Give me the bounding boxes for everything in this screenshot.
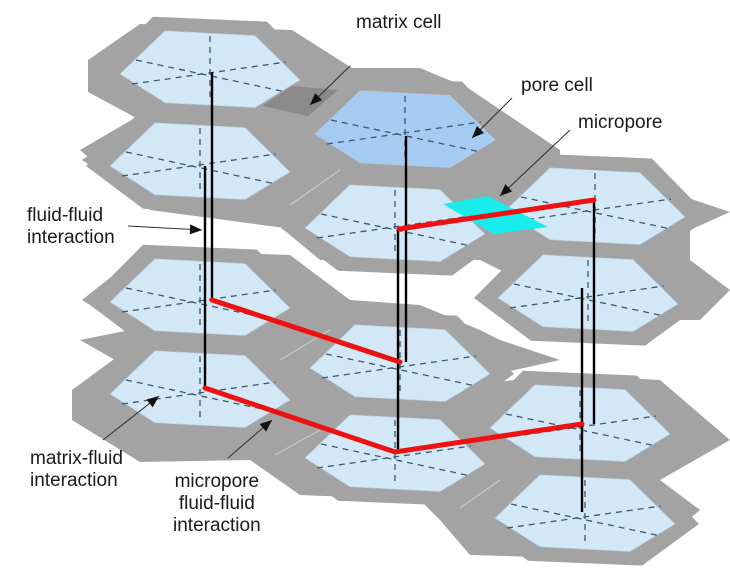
top-cell-b [86, 108, 314, 214]
cell-axis-dashed [316, 445, 472, 469]
arrow-micropore [499, 129, 571, 197]
cell-axis-dashed [125, 287, 277, 321]
label-micropore: micropore [578, 112, 663, 133]
bottom-cell-a [86, 244, 314, 350]
bottom-cell-f [471, 460, 699, 566]
top-cell-c [281, 170, 509, 276]
cell-axis-dashed [510, 503, 662, 537]
top-cell-a [96, 16, 324, 122]
arrow-head [259, 420, 272, 432]
cell-axis-dashed [316, 215, 472, 239]
arrow-head [146, 396, 159, 408]
cell-boundary-seam [274, 429, 321, 456]
cell-axis-dashed [121, 289, 277, 313]
cell-boundary-seam [459, 479, 501, 509]
arrow-micropore-fluid-fluid [227, 419, 273, 459]
arrow-head [500, 184, 513, 196]
cell-axis-dashed [125, 151, 277, 185]
label-fluid-fluid-interaction: fluid-fluid interaction [27, 205, 115, 248]
arrow-head [310, 93, 323, 105]
arrow-head [472, 125, 485, 138]
cell-axis-dashed [509, 285, 665, 309]
arrow-pore-cell [471, 97, 513, 139]
label-matrix-fluid-interaction: matrix-fluid interaction [30, 448, 123, 491]
arrow-head [189, 224, 202, 235]
label-pore-cell: pore cell [521, 75, 593, 96]
cell-boundary-seam [289, 169, 341, 206]
arrow-shaft [499, 129, 571, 197]
arrow-fluid-fluid [127, 224, 203, 235]
micropore-interaction-line [209, 297, 403, 365]
pore-cell [291, 76, 519, 182]
cell-axis-dashed [520, 196, 672, 230]
cell-axis-dashed [320, 213, 472, 247]
micropore-interaction-line [396, 197, 597, 232]
top-cell-e [474, 240, 702, 346]
micropore-interaction-line [202, 385, 585, 455]
cell-axis-dashed [505, 413, 657, 447]
cell-axis-dashed [121, 153, 277, 177]
cell-axis-dashed [330, 119, 482, 153]
arrow-shaft [127, 225, 203, 231]
arrow-matrix-fluid [102, 395, 160, 441]
label-micropore-fluid-fluid-interaction: micropore fluid-fluid interaction [173, 471, 261, 536]
cell-axis-dashed [513, 283, 665, 317]
cell-axis-dashed [325, 353, 477, 387]
bottom-cell-c [86, 336, 314, 442]
cell-axis-dashed [320, 443, 472, 477]
label-matrix-cell: matrix cell [356, 12, 442, 33]
cell-axis-dashed [326, 121, 482, 145]
matrix-cell [262, 86, 338, 116]
cell-axis-dashed [125, 379, 277, 413]
cell-axis-dashed [506, 505, 662, 529]
cell-axis-dashed [131, 61, 287, 85]
cell-axis-dashed [135, 59, 287, 93]
arrow-matrix-cell [309, 65, 351, 106]
